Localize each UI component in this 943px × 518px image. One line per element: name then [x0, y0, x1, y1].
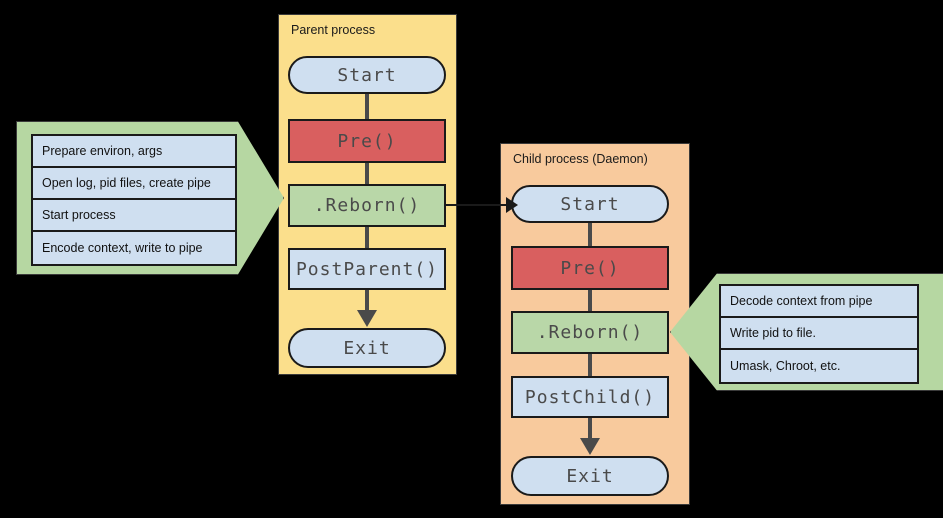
parent-arrowhead-to-exit [357, 310, 377, 327]
child-arrowhead-to-exit [580, 438, 600, 455]
callout-right-item-1: Decode context from pipe [721, 286, 917, 318]
child-node-exit[interactable]: Exit [511, 456, 669, 496]
callout-right-item-3: Umask, Chroot, etc. [730, 359, 841, 373]
callout-left-item-2: Open log, pid files, create pipe [33, 168, 235, 200]
parent-node-exit[interactable]: Exit [288, 328, 446, 368]
child-connector-postchild-to-exit [588, 416, 592, 444]
reborn-to-child-start-arrowhead [506, 197, 518, 213]
parent-node-pre-label: Pre() [337, 130, 397, 152]
child-connector-start-to-pre [588, 221, 592, 247]
child-node-postchild[interactable]: PostChild() [511, 376, 669, 418]
parent-connector-reborn-to-postparent [365, 225, 369, 250]
child-reborn-callout-list: Decode context from pipe Write pid to fi… [719, 284, 919, 384]
child-node-reborn-label: .Reborn() [536, 322, 644, 343]
child-node-start[interactable]: Start [511, 185, 669, 223]
child-connector-pre-to-reborn [588, 289, 592, 313]
parent-connector-postparent-to-exit [365, 288, 369, 316]
parent-reborn-callout: Prepare environ, args Open log, pid file… [16, 121, 284, 275]
parent-connector-start-to-pre [365, 92, 369, 120]
child-connector-reborn-to-postchild [588, 353, 592, 377]
child-process-title: Child process (Daemon) [513, 152, 648, 166]
child-node-postchild-label: PostChild() [524, 386, 656, 408]
child-node-pre[interactable]: Pre() [511, 246, 669, 290]
child-reborn-callout: Decode context from pipe Write pid to fi… [670, 273, 943, 391]
parent-node-pre[interactable]: Pre() [288, 119, 446, 163]
callout-left-item-1: Prepare environ, args [33, 136, 235, 168]
parent-reborn-callout-list: Prepare environ, args Open log, pid file… [31, 134, 237, 266]
parent-connector-pre-to-reborn [365, 161, 369, 186]
parent-node-reborn[interactable]: .Reborn() [288, 184, 446, 227]
child-node-pre-label: Pre() [560, 257, 620, 279]
parent-node-start[interactable]: Start [288, 56, 446, 94]
callout-left-item-4: Encode context, write to pipe [42, 241, 203, 255]
parent-node-reborn-label: .Reborn() [313, 195, 421, 216]
parent-node-postparent-label: PostParent() [295, 258, 439, 280]
child-node-exit-label: Exit [566, 465, 614, 487]
callout-left-item-3: Start process [33, 200, 235, 232]
parent-node-start-label: Start [337, 64, 397, 86]
reborn-to-child-start-line [446, 204, 512, 206]
parent-node-exit-label: Exit [343, 337, 391, 359]
child-node-start-label: Start [560, 193, 620, 215]
parent-node-postparent[interactable]: PostParent() [288, 248, 446, 290]
parent-process-title: Parent process [291, 23, 376, 37]
child-node-reborn[interactable]: .Reborn() [511, 311, 669, 354]
callout-right-item-2: Write pid to file. [721, 318, 917, 350]
